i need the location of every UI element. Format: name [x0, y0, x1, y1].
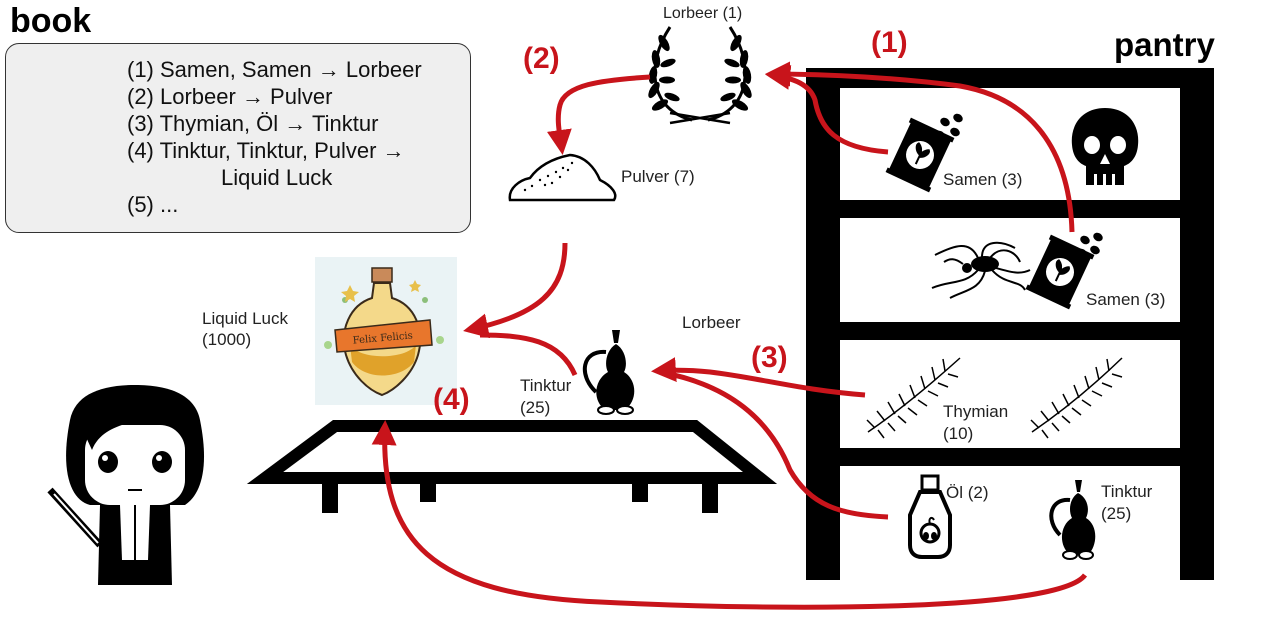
samen-2-label: Samen (3)	[1086, 290, 1166, 309]
liquid-luck-label: Liquid Luck	[202, 309, 289, 328]
recipe-line: (3) Thymian, Öl → Tinktur	[127, 111, 379, 136]
arrow-pulver-to-potion	[463, 242, 568, 339]
thyme-sprig-icon	[1030, 357, 1123, 439]
oil-bottle-icon	[908, 474, 952, 559]
recipe-book-panel	[5, 43, 471, 233]
recipe-line: (2) Lorbeer → Pulver	[127, 84, 333, 109]
arrow-thymian-to-jug	[651, 357, 866, 398]
wizard-figure-icon	[47, 385, 205, 585]
flow-arrows	[371, 61, 1088, 610]
step-label-3: (3)	[751, 341, 788, 374]
lorbeer-top-label: Lorbeer (1)	[663, 5, 743, 22]
book-title: book	[10, 2, 92, 40]
pantry-title: pantry	[1114, 26, 1215, 63]
recipe-line: Liquid Luck	[221, 165, 333, 190]
powder-pile-icon	[508, 153, 617, 202]
arrow-oel-to-jug	[659, 369, 889, 520]
recipe-line: (4) Tinktur, Tinktur, Pulver →	[127, 138, 405, 163]
recipe-list: (1) Samen, Samen → Lorbeer (2) Lorbeer →…	[127, 56, 422, 218]
samen-1-label: Samen (3)	[943, 170, 1023, 189]
tinktur-shelf-label: Tinktur	[1101, 482, 1153, 501]
arrow-samen2-to-lorbeer	[765, 61, 1075, 233]
thymian-count: (10)	[943, 424, 974, 443]
tincture-jug-icon	[582, 330, 635, 415]
oel-label: Öl (2)	[946, 483, 989, 502]
seeds-icon	[1077, 232, 1103, 258]
tincture-jug-icon	[1049, 480, 1096, 560]
seed-packet-icon	[885, 117, 955, 193]
seed-packet-icon	[1025, 234, 1095, 310]
arrow-jug-to-potion	[479, 332, 578, 377]
lorbeer-table-label: Lorbeer	[682, 313, 741, 332]
skull-icon	[1071, 108, 1139, 185]
arrow-samen1-to-lorbeer	[765, 64, 889, 155]
spider-icon	[931, 241, 1031, 299]
tinktur-shelf-count: (25)	[1101, 504, 1132, 523]
seeds-icon	[935, 113, 963, 140]
pulver-label: Pulver (7)	[621, 167, 695, 186]
recipe-line: (1) Samen, Samen → Lorbeer	[127, 57, 422, 82]
arrow-tinktur-to-potion	[371, 420, 1088, 610]
potion-label: Felix Felicis	[352, 330, 413, 346]
laurel-wreath-icon	[648, 26, 752, 125]
liquid-luck-count: (1000)	[202, 330, 252, 349]
step-label-2: (2)	[523, 42, 560, 75]
table-icon	[246, 420, 778, 513]
thymian-label: Thymian	[943, 402, 1009, 421]
recipe-line: (5) ...	[127, 192, 179, 217]
thyme-sprig-icon	[866, 357, 961, 439]
pantry-shelf	[806, 68, 1214, 580]
step-label-1: (1)	[871, 26, 908, 59]
tinktur-table-label: Tinktur	[520, 376, 572, 395]
potion-bottle-icon: Felix Felicis	[315, 257, 457, 405]
arrow-lorbeer-to-pulver	[546, 74, 651, 155]
tinktur-table-count: (25)	[520, 398, 551, 417]
step-label-4: (4)	[433, 383, 470, 416]
